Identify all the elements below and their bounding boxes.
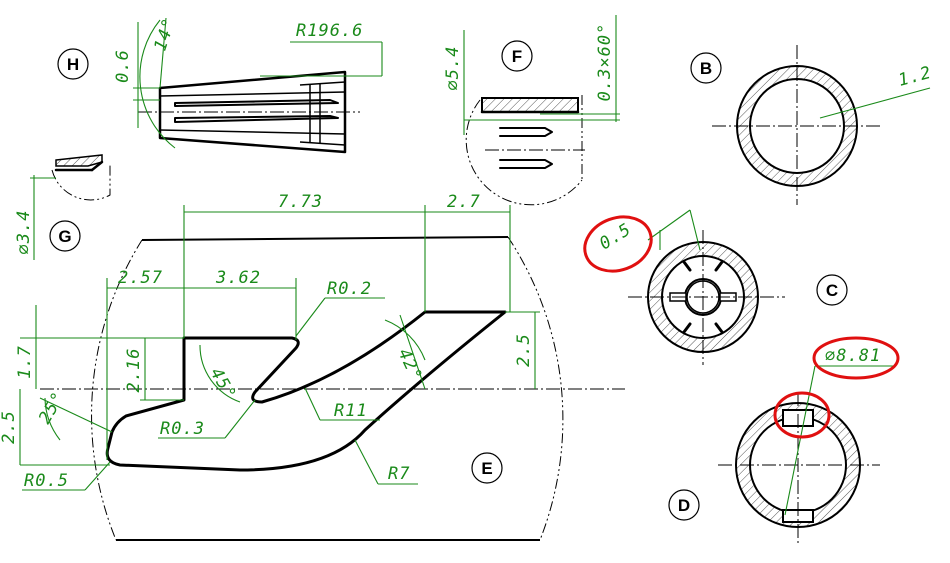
view-f-dims: ∅5.4 0.3×60° [443, 15, 620, 135]
view-e: E 7.73 2.7 2.57 3.62 R0.2 [0, 192, 625, 541]
view-d-dims: ∅8.81 [773, 336, 900, 516]
d-dia-highlight [812, 336, 900, 380]
view-c-label: C [826, 281, 838, 300]
view-e-label: E [481, 459, 492, 478]
e-r05-text: R0.5 [24, 471, 69, 491]
g-dia-text: ∅3.4 [14, 210, 34, 255]
e-lower-height-text: 2.5 [0, 410, 19, 444]
e-inner-height-text: 2.16 [124, 348, 144, 393]
view-g-dims: ∅3.4 [14, 175, 56, 260]
view-e-label-circle [471, 452, 503, 484]
view-f-label-circle [501, 40, 533, 72]
view-f-label: F [512, 47, 522, 66]
e-angle-45-text: 45° [206, 365, 240, 404]
view-d: D ∅8.81 [668, 336, 900, 545]
e-angle-25-text: 25° [35, 388, 69, 427]
e-r03-text: R0.3 [160, 419, 205, 439]
e-r7-text: R7 [388, 464, 410, 484]
d-dia-text: ∅8.81 [825, 346, 881, 366]
e-right-height-text: 2.5 [514, 333, 534, 367]
view-f: F ∅5.4 0.3×60° [443, 15, 620, 206]
f-chamfer-text: 0.3×60° [595, 23, 615, 102]
d-keyway-highlight [773, 391, 831, 439]
e-slot-width-text: 3.62 [215, 268, 261, 288]
view-g-label: G [58, 227, 71, 246]
view-h-label: H [67, 55, 79, 74]
view-c: C 0.5 [583, 209, 848, 365]
h-angle-text: 14° [151, 15, 180, 53]
view-c-dims: 0.5 [583, 209, 701, 273]
view-h: H 0.6 14° R196.6 [57, 15, 383, 154]
view-h-label-circle [57, 48, 89, 80]
h-width-text: 0.6 [113, 49, 133, 83]
view-g-label-circle [49, 220, 81, 252]
view-h-part [138, 70, 360, 154]
view-b-label: B [700, 59, 712, 78]
e-top-span-text: 7.73 [278, 192, 323, 212]
b-wall-text: 1.2 [896, 63, 934, 91]
e-r11-text: R11 [334, 401, 368, 421]
view-d-label-circle [668, 489, 700, 521]
f-dia-text: ∅5.4 [443, 46, 463, 91]
view-b-label-circle [690, 52, 722, 84]
view-b: B 1.2 [690, 45, 934, 205]
view-d-label: D [678, 496, 690, 515]
e-left-offset-text: 2.57 [118, 268, 163, 288]
c-slot-highlight [583, 215, 653, 273]
e-top-right-text: 2.7 [447, 192, 481, 212]
e-left-height-text: 1.7 [15, 345, 35, 379]
c-slot-text: 0.5 [596, 219, 635, 254]
e-corner-r-text: R0.2 [327, 279, 372, 299]
view-g: G ∅3.4 [14, 154, 111, 260]
view-f-hatch [481, 97, 579, 113]
h-radius-text: R196.6 [296, 21, 363, 41]
view-c-label-circle [816, 274, 848, 306]
